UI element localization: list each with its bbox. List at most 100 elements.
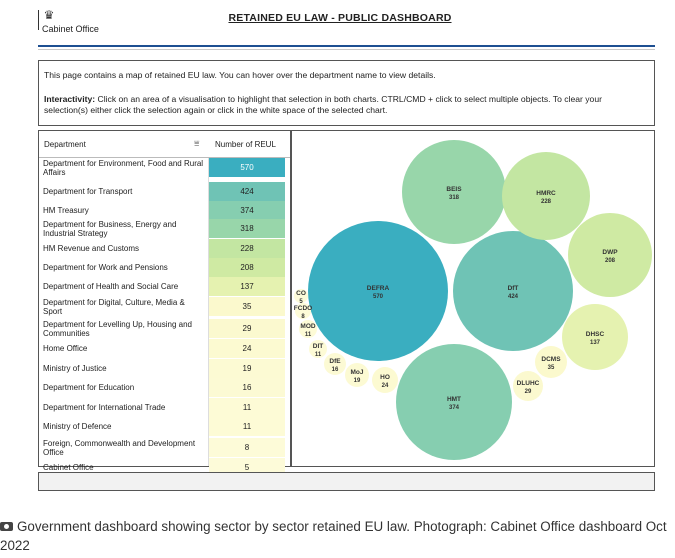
- reul-count[interactable]: 11: [209, 417, 285, 436]
- bubble-hmrc[interactable]: [502, 152, 590, 240]
- reul-count[interactable]: 424: [209, 182, 285, 201]
- bubble-value: 137: [590, 340, 601, 346]
- bubble-value: 228: [541, 199, 552, 205]
- bubble-label: HMT: [447, 396, 461, 403]
- bubble-label: DWP: [602, 249, 618, 256]
- table-row[interactable]: Ministry of Defence 11: [39, 417, 290, 436]
- bubble-label: MoJ: [351, 369, 364, 376]
- department-name[interactable]: Department for Transport: [43, 187, 133, 196]
- bubble-value: 11: [315, 352, 322, 358]
- bubble-value: 208: [605, 258, 616, 264]
- bubble-co[interactable]: [294, 289, 308, 303]
- department-name[interactable]: Department for Levelling Up, Housing and…: [43, 320, 192, 338]
- column-header-department[interactable]: Department: [44, 140, 86, 149]
- bubble-label: DfT: [508, 285, 519, 292]
- header-divider: [38, 45, 655, 47]
- table-row[interactable]: Department of Health and Social Care 137: [39, 277, 290, 296]
- bubble-mod[interactable]: [299, 320, 317, 338]
- bubble-ho[interactable]: [372, 367, 398, 393]
- reul-count[interactable]: 374: [209, 201, 285, 220]
- department-name[interactable]: HM Treasury: [43, 206, 89, 215]
- department-name[interactable]: Department of Health and Social Care: [43, 282, 179, 291]
- bubble-label: DEFRA: [367, 285, 390, 292]
- bubble-label: FCDO: [294, 305, 312, 312]
- bubble-label: DfE: [329, 358, 341, 365]
- bubble-dwp[interactable]: [568, 213, 652, 297]
- reul-count[interactable]: 228: [209, 239, 285, 258]
- table-row[interactable]: Department for International Trade 11: [39, 398, 290, 417]
- department-name[interactable]: Department for Digital, Culture, Media &…: [43, 298, 185, 316]
- reul-count[interactable]: 8: [209, 438, 285, 457]
- table-header: Department ⩸ Number of REUL: [39, 131, 290, 158]
- department-name[interactable]: Foreign, Commonwealth and Development Of…: [43, 439, 196, 457]
- table-row[interactable]: Foreign, Commonwealth and Development Of…: [39, 438, 290, 457]
- filter-icon[interactable]: ⩸: [194, 138, 200, 148]
- bottom-bar: [38, 472, 655, 491]
- department-name[interactable]: Cabinet Office: [43, 463, 94, 472]
- table-row[interactable]: Department for Environment, Food and Rur…: [39, 158, 290, 177]
- interactivity-text: Click on an area of a visualisation to h…: [44, 94, 602, 115]
- reul-count[interactable]: 24: [209, 339, 285, 358]
- table-row[interactable]: Department for Education 16: [39, 378, 290, 397]
- table-row[interactable]: Ministry of Justice 19: [39, 359, 290, 378]
- table-row[interactable]: HM Treasury 374: [39, 201, 290, 220]
- table-row[interactable]: Home Office 24: [39, 339, 290, 358]
- department-name[interactable]: Home Office: [43, 344, 88, 353]
- department-name[interactable]: Department for Business, Energy and Indu…: [43, 220, 177, 238]
- reul-count[interactable]: 11: [209, 398, 285, 417]
- bubble-dhsc[interactable]: [562, 304, 628, 370]
- bubble-dluhc[interactable]: [513, 371, 543, 401]
- department-name[interactable]: HM Revenue and Customs: [43, 244, 140, 253]
- bubble-value: 374: [449, 405, 460, 411]
- bubble-label: DIT: [313, 343, 324, 350]
- bubble-chart-svg[interactable]: DEFRA570DfT424HMT374BEIS318HMRC228DWP208…: [292, 131, 654, 466]
- camera-icon: [0, 522, 13, 531]
- bubble-label: HO: [380, 374, 390, 381]
- bubble-dfe[interactable]: [324, 353, 346, 375]
- bubble-value: 16: [332, 367, 339, 373]
- bubble-value: 19: [354, 378, 361, 384]
- reul-count[interactable]: 29: [209, 319, 285, 338]
- bubble-moj[interactable]: [345, 363, 369, 387]
- bubble-hmt[interactable]: [396, 344, 512, 460]
- department-name[interactable]: Ministry of Justice: [43, 364, 107, 373]
- table-row[interactable]: Department for Transport 424: [39, 182, 290, 201]
- bubble-fcdo[interactable]: [295, 303, 311, 319]
- bubble-value: 8: [301, 314, 305, 320]
- bubble-dit[interactable]: [309, 340, 327, 358]
- cabinet-office-logo: ♛ Cabinet Office: [38, 8, 108, 34]
- page-title: RETAINED EU LAW - PUBLIC DASHBOARD: [228, 12, 452, 24]
- table-row[interactable]: Department for Digital, Culture, Media &…: [39, 297, 290, 316]
- department-name[interactable]: Department for Education: [43, 383, 135, 392]
- image-caption: Government dashboard showing sector by s…: [0, 517, 675, 555]
- department-name[interactable]: Department for International Trade: [43, 403, 166, 412]
- table-row[interactable]: HM Revenue and Customs 228: [39, 239, 290, 258]
- bubble-dft[interactable]: [453, 231, 573, 351]
- caption-text: Government dashboard showing sector by s…: [0, 519, 667, 553]
- bubble-value: 5: [299, 299, 303, 305]
- bubble-dcms[interactable]: [535, 346, 567, 378]
- column-divider: [208, 158, 209, 466]
- reul-count[interactable]: 208: [209, 258, 285, 277]
- reul-count[interactable]: 16: [209, 378, 285, 397]
- reul-count[interactable]: 19: [209, 359, 285, 378]
- header-divider-light: [38, 49, 655, 50]
- bubble-beis[interactable]: [402, 140, 506, 244]
- bubble-label: BEIS: [446, 186, 462, 193]
- bubble-label: DCMS: [541, 356, 561, 363]
- reul-count[interactable]: 137: [209, 277, 285, 296]
- department-name[interactable]: Department for Work and Pensions: [43, 263, 168, 272]
- table-row[interactable]: Department for Business, Energy and Indu…: [39, 219, 290, 238]
- reul-count[interactable]: 35: [209, 297, 285, 316]
- table-row[interactable]: Department for Work and Pensions 208: [39, 258, 290, 277]
- bubble-defra[interactable]: [308, 221, 448, 361]
- department-name[interactable]: Department for Environment, Food and Rur…: [43, 159, 204, 177]
- reul-count[interactable]: 318: [209, 219, 285, 238]
- info-intro: This page contains a map of retained EU …: [44, 70, 436, 80]
- column-header-count[interactable]: Number of REUL: [215, 140, 276, 149]
- table-row[interactable]: Department for Levelling Up, Housing and…: [39, 319, 290, 338]
- department-table[interactable]: Department ⩸ Number of REUL Department f…: [38, 130, 291, 477]
- department-name[interactable]: Ministry of Defence: [43, 422, 112, 431]
- reul-count[interactable]: 570: [209, 158, 285, 177]
